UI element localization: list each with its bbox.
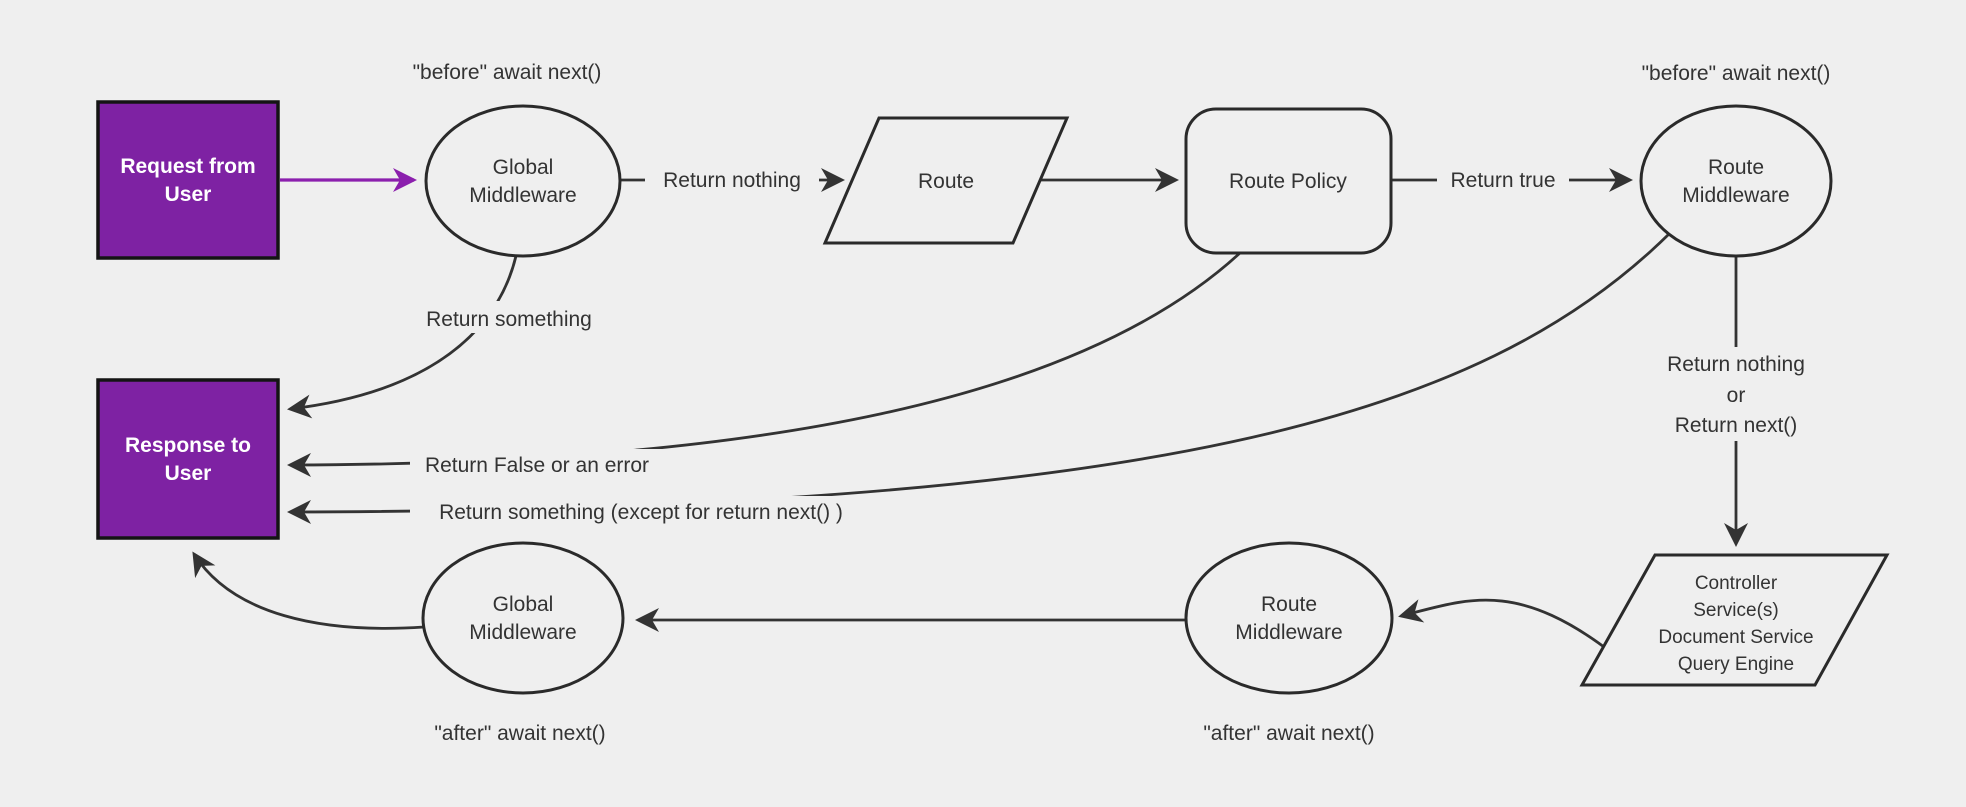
controller-services-node	[1579, 553, 1890, 687]
global-middleware-bottom-label-line2: Middleware	[469, 621, 576, 644]
route-label: Route	[918, 170, 974, 193]
controller-label-line4: Query Engine	[1678, 654, 1794, 675]
request-from-user-label-line1: Request from	[120, 155, 255, 178]
label-return-something-except: Return something (except for return next…	[439, 501, 843, 524]
response-to-user-box	[96, 378, 280, 540]
label-return-nothing-or-line2: or	[1727, 384, 1746, 407]
label-bg-return-nothing-or	[1642, 347, 1832, 441]
controller-label-line3: Document Service	[1658, 627, 1813, 648]
global-middleware-top-node	[424, 104, 622, 258]
route-middleware-bottom-label-line1: Route	[1261, 593, 1317, 616]
label-return-something: Return something	[426, 308, 592, 331]
response-to-user-label-line1: Response to	[125, 434, 251, 457]
label-bg-return-false	[410, 449, 664, 481]
edge-global-middleware-return-something	[287, 255, 518, 419]
label-bg-return-something-except	[410, 496, 872, 528]
route-middleware-top-label-line1: Route	[1708, 156, 1764, 179]
global-middleware-top-label-line1: Global	[493, 156, 554, 179]
route-policy-node	[1184, 107, 1393, 255]
label-return-true: Return true	[1450, 169, 1555, 192]
label-bg-return-nothing	[645, 165, 819, 195]
route-middleware-bottom-label-line2: Middleware	[1235, 621, 1342, 644]
label-after-await-next-global: "after" await next()	[434, 722, 605, 745]
label-return-false-or-error: Return False or an error	[425, 454, 649, 477]
route-policy-label: Route Policy	[1229, 170, 1347, 193]
request-from-user-label-line2: User	[165, 183, 212, 206]
route-node	[822, 116, 1070, 245]
controller-label-line1: Controller	[1695, 573, 1778, 594]
label-return-nothing: Return nothing	[663, 169, 801, 192]
label-after-await-next-route: "after" await next()	[1203, 722, 1374, 745]
global-middleware-bottom-node	[421, 541, 625, 695]
label-return-nothing-or-line3: Return next()	[1675, 414, 1798, 437]
response-to-user-label-line2: User	[165, 462, 212, 485]
controller-label-line2: Service(s)	[1693, 600, 1779, 621]
route-middleware-top-label-line2: Middleware	[1682, 184, 1789, 207]
label-bg-return-something	[414, 301, 604, 333]
global-middleware-bottom-label-line1: Global	[493, 593, 554, 616]
label-before-await-next-route: "before" await next()	[1642, 62, 1831, 85]
global-middleware-top-label-line2: Middleware	[469, 184, 576, 207]
label-return-nothing-or-line1: Return nothing	[1667, 353, 1805, 376]
label-before-await-next-global: "before" await next()	[413, 61, 602, 84]
route-middleware-bottom-node	[1184, 541, 1394, 695]
label-bg-return-true	[1437, 165, 1569, 195]
edge-controller-to-route-middleware-bottom	[1398, 598, 1613, 655]
route-middleware-top-node	[1639, 104, 1833, 258]
edge-route-policy-return-false	[287, 251, 1241, 477]
edge-global-middleware-to-response	[192, 551, 425, 630]
request-from-user-box	[96, 100, 280, 260]
